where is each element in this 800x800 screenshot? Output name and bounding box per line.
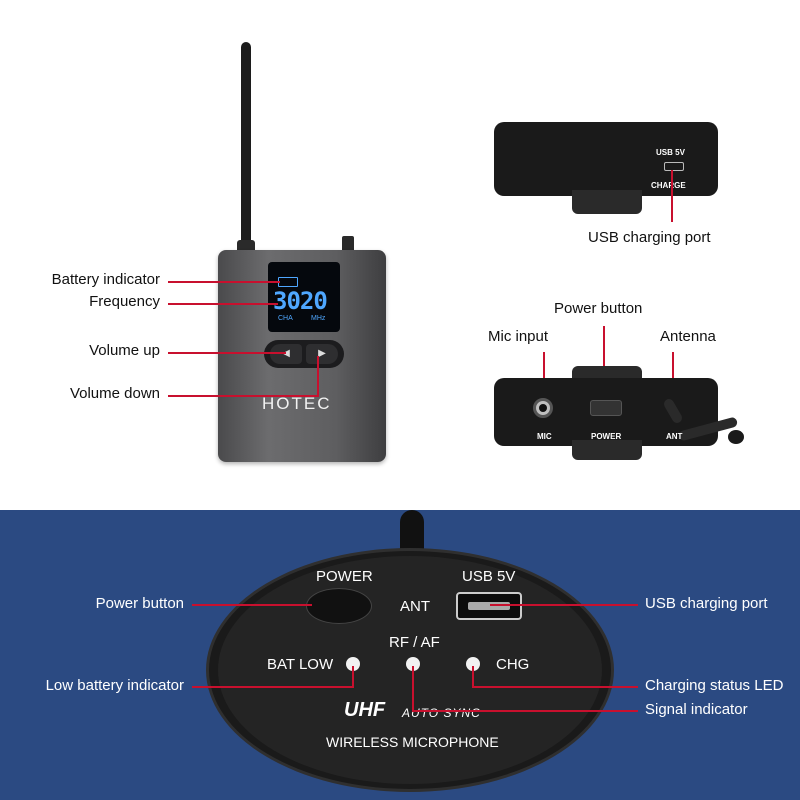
top-charge-label: CHARGE (651, 181, 686, 190)
panel-bat-low-led (346, 657, 360, 671)
line-power-button-top (603, 326, 605, 396)
lcd-channel: CHA (278, 315, 293, 322)
callout-signal: Signal indicator (645, 701, 748, 718)
line-panel-rf-v (412, 666, 414, 712)
brand-logo: HOTEC (262, 394, 332, 413)
mic-jack-hole (539, 404, 547, 412)
line-mic-input (543, 352, 545, 394)
label-antenna: Antenna (660, 328, 716, 345)
line-panel-bat-low-h (192, 686, 354, 688)
panel-rf-led (406, 657, 420, 671)
volume-up-button[interactable]: ▶ (306, 344, 338, 364)
callout-low-battery: Low battery indicator (45, 677, 184, 694)
label-volume-down: Volume down (69, 385, 160, 402)
lcd-unit: MHz (311, 315, 326, 322)
panel-chg-led (466, 657, 480, 671)
line-panel-chg-h (472, 686, 638, 688)
bottom-power-switch[interactable] (590, 400, 622, 416)
bottom-antenna-tip (728, 430, 744, 444)
callout-usb-charging-port: USB charging port (645, 595, 768, 612)
bottom-mic-label: MIC (537, 432, 552, 441)
bottom-view-clip-lower (572, 440, 642, 460)
label-mic-input: Mic input (488, 328, 549, 345)
top-usb-label: USB 5V (656, 148, 685, 157)
panel-bat-low-label: BAT LOW (267, 656, 334, 673)
panel-power-button[interactable] (306, 588, 372, 624)
line-volume-down (168, 395, 318, 397)
line-panel-power (192, 604, 312, 606)
panel-wireless-label: WIRELESS MICROPHONE (326, 734, 499, 750)
mic-jack-top (342, 236, 354, 252)
callout-power-button: Power button (95, 595, 184, 612)
top-view-clip (572, 190, 642, 214)
panel-chg-label: CHG (496, 656, 530, 673)
caption-usb-charging-port: USB charging port (588, 229, 711, 246)
callout-charging-status: Charging status LED (645, 677, 784, 694)
lcd-screen (268, 262, 340, 332)
line-battery-indicator (168, 281, 280, 283)
line-volume-up (168, 352, 286, 354)
panel-ant-label: ANT (400, 598, 430, 615)
line-panel-usb (490, 604, 638, 606)
antenna (241, 42, 251, 252)
line-frequency (168, 303, 278, 305)
panel-uhf-logo: UHF (344, 699, 386, 721)
volume-down-button[interactable]: ◀ (270, 344, 302, 364)
line-top-usb (671, 170, 673, 222)
panel-usb-label: USB 5V (462, 568, 516, 585)
bottom-power-label: POWER (591, 432, 622, 441)
label-power-button-top: Power button (554, 300, 643, 317)
label-battery-indicator: Battery indicator (51, 271, 160, 288)
lcd-battery-icon (278, 277, 298, 287)
line-panel-bat-low-v (352, 666, 354, 688)
line-volume-down-vertical (317, 356, 319, 397)
label-frequency: Frequency (89, 293, 160, 310)
panel-power-label: POWER (316, 568, 373, 585)
line-panel-chg-v (472, 666, 474, 688)
bottom-ant-label: ANT (666, 432, 683, 441)
panel-auto-sync: AUTO SYNC (402, 706, 481, 720)
top-view-body (494, 122, 718, 196)
line-antenna (672, 352, 674, 394)
lcd-frequency: 3020 (273, 287, 328, 315)
panel-usb-port-inner (468, 602, 510, 610)
top-usb-port (664, 162, 684, 171)
label-volume-up: Volume up (89, 342, 160, 359)
line-panel-rf-h (412, 710, 638, 712)
panel-rf-af-label: RF / AF (389, 634, 440, 651)
